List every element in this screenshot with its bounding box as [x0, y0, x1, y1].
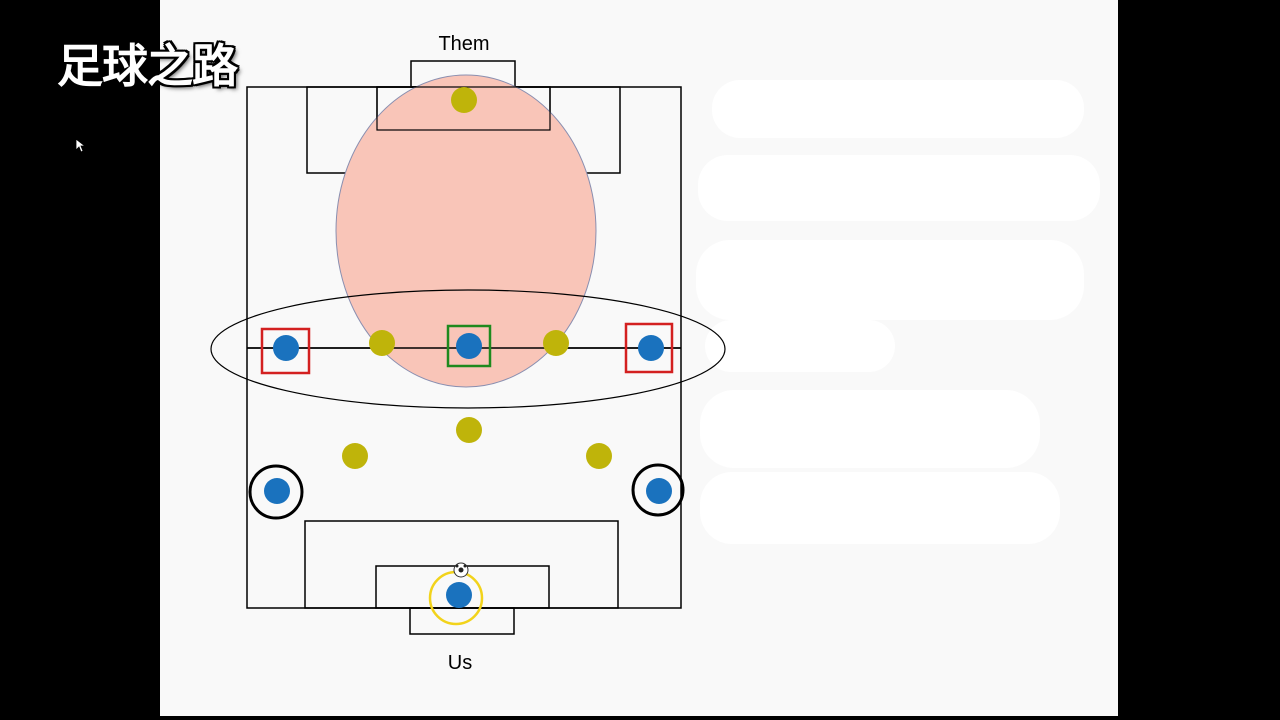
- player-left-center-back: [273, 335, 299, 361]
- defensive-line-ellipse: [210, 289, 726, 409]
- opponents: [342, 87, 612, 469]
- player-right-center-back: [638, 335, 664, 361]
- opponent-right-winger: [586, 443, 612, 469]
- ball-icon: [453, 562, 469, 578]
- black-highlight-right: [631, 463, 685, 517]
- opponent-left-winger: [342, 443, 368, 469]
- label-us: Us: [448, 652, 472, 674]
- channel-watermark: 足球之路: [57, 39, 238, 93]
- player-left-wing-back: [264, 478, 290, 504]
- opponent-left-midfielder: [369, 330, 395, 356]
- mouse-cursor-icon: [75, 138, 87, 153]
- label-them: Them: [438, 33, 489, 55]
- redacted-text-area: [696, 80, 1100, 544]
- player-center-back: [456, 333, 482, 359]
- top-goal-box-overlay: [376, 86, 551, 131]
- player-right-wing-back: [646, 478, 672, 504]
- player-goalkeeper: [446, 582, 472, 608]
- opponent-central-midfielder: [456, 417, 482, 443]
- opponent-right-midfielder: [543, 330, 569, 356]
- red-highlight-right: [624, 322, 674, 374]
- red-highlight-left: [260, 327, 311, 375]
- opponent-goalkeeper: [451, 87, 477, 113]
- green-highlight-center: [446, 324, 492, 368]
- black-highlight-left: [248, 464, 304, 520]
- our-team: [264, 333, 672, 608]
- bottom-goal: [409, 607, 515, 635]
- pressure-zone: [335, 74, 597, 388]
